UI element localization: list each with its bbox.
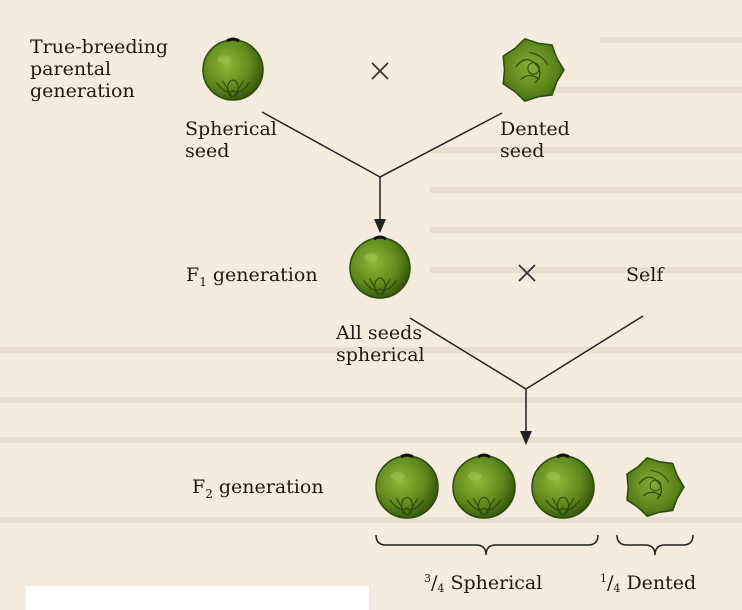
arrowhead-f1 (374, 219, 386, 233)
spherical-seed-parental (203, 39, 263, 100)
spherical-seed-f1 (350, 237, 410, 298)
cross-icon (372, 63, 388, 79)
all-seeds-spherical-label: All seeds spherical (336, 322, 425, 366)
three-quarters-spherical-label: 3/4 Spherical (424, 568, 542, 600)
self-label: Self (626, 264, 663, 286)
parental-right-line (380, 113, 502, 177)
f1-generation-label: F1 generation (186, 264, 318, 293)
f1-left-line (410, 318, 526, 389)
parental-left-line (262, 112, 380, 177)
spherical-brace (376, 535, 598, 555)
f2-generation-label: F2 generation (192, 476, 324, 505)
spherical-seed-f2-2 (453, 455, 515, 518)
parental-generation-label: True-breeding parental generation (30, 36, 168, 102)
braces (376, 535, 693, 555)
spherical-seed-label: Spherical seed (185, 118, 277, 162)
white-corner-patch (26, 586, 369, 610)
spherical-seed-f2-1 (376, 455, 438, 518)
one-quarter-dented-label: 1/4 Dented (600, 568, 696, 600)
dented-brace (617, 535, 693, 555)
spherical-seed-f2-3 (532, 455, 594, 518)
dented-seed-label: Dented seed (500, 118, 570, 162)
dented-seed-f2 (627, 458, 684, 516)
